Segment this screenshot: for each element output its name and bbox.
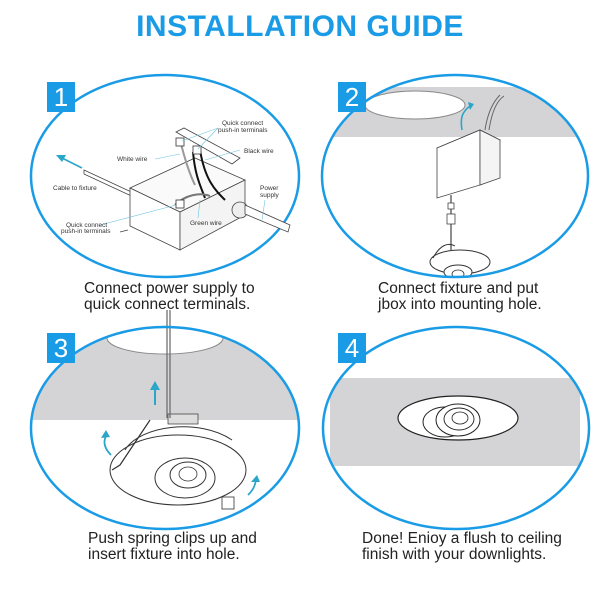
label-quick-connect-top: Quick connect [222,120,263,127]
junction-box-wiring-illustration: Quick connect push-in terminals White wi… [29,73,301,279]
insert-fixture-illustration [29,310,301,531]
step-1-panel: Quick connect push-in terminals White wi… [29,73,301,313]
step-3-badge: 3 [47,333,75,363]
step-4-caption-line-1: Done! Enioy a flush to ceiling [362,530,562,547]
label-green-wire: Green wire [190,220,222,227]
step-4-caption-line-2: finish with your downlights. [362,546,547,563]
page-title: INSTALLATION GUIDE [136,10,464,43]
step-1-badge: 1 [47,82,75,112]
step-2-caption-line-2: jbox into mounting hole. [378,296,542,313]
label-power: Power [260,185,279,192]
arrow-icon [56,155,83,169]
step-1-caption-line-1: Connect power supply to [84,280,255,297]
step-2-badge: 2 [338,82,366,112]
label-white-wire: White wire [117,156,148,163]
step-2-caption: Connect fixture and put jbox into mounti… [378,281,542,313]
step-1-caption: Connect power supply to quick connect te… [84,281,255,313]
step-4-badge: 4 [338,333,366,363]
step-1-caption-line-2: quick connect terminals. [84,296,251,313]
label-push-in-terminals-top: push-in terminals [218,127,268,134]
step-4-caption: Done! Enioy a flush to ceiling finish wi… [362,531,562,563]
label-push-in-terminals-bottom: push-in terminals [61,228,111,235]
step-3-caption: Push spring clips up and insert fixture … [88,531,257,563]
label-black-wire: Black wire [244,148,274,155]
jbox-mounting-illustration [320,73,590,279]
step-2-caption-line-1: Connect fixture and put [378,280,539,297]
label-quick-connect-bottom: Quick connect [66,222,107,229]
rotate-arrow-icon [460,105,471,131]
step-3-caption-line-1: Push spring clips up and [88,530,257,547]
step-3-caption-line-2: insert fixture into hole. [88,546,240,563]
label-cable-to-fixture: Cable to fixture [53,185,97,192]
label-supply: supply [260,192,280,199]
flush-ceiling-illustration [321,325,591,531]
